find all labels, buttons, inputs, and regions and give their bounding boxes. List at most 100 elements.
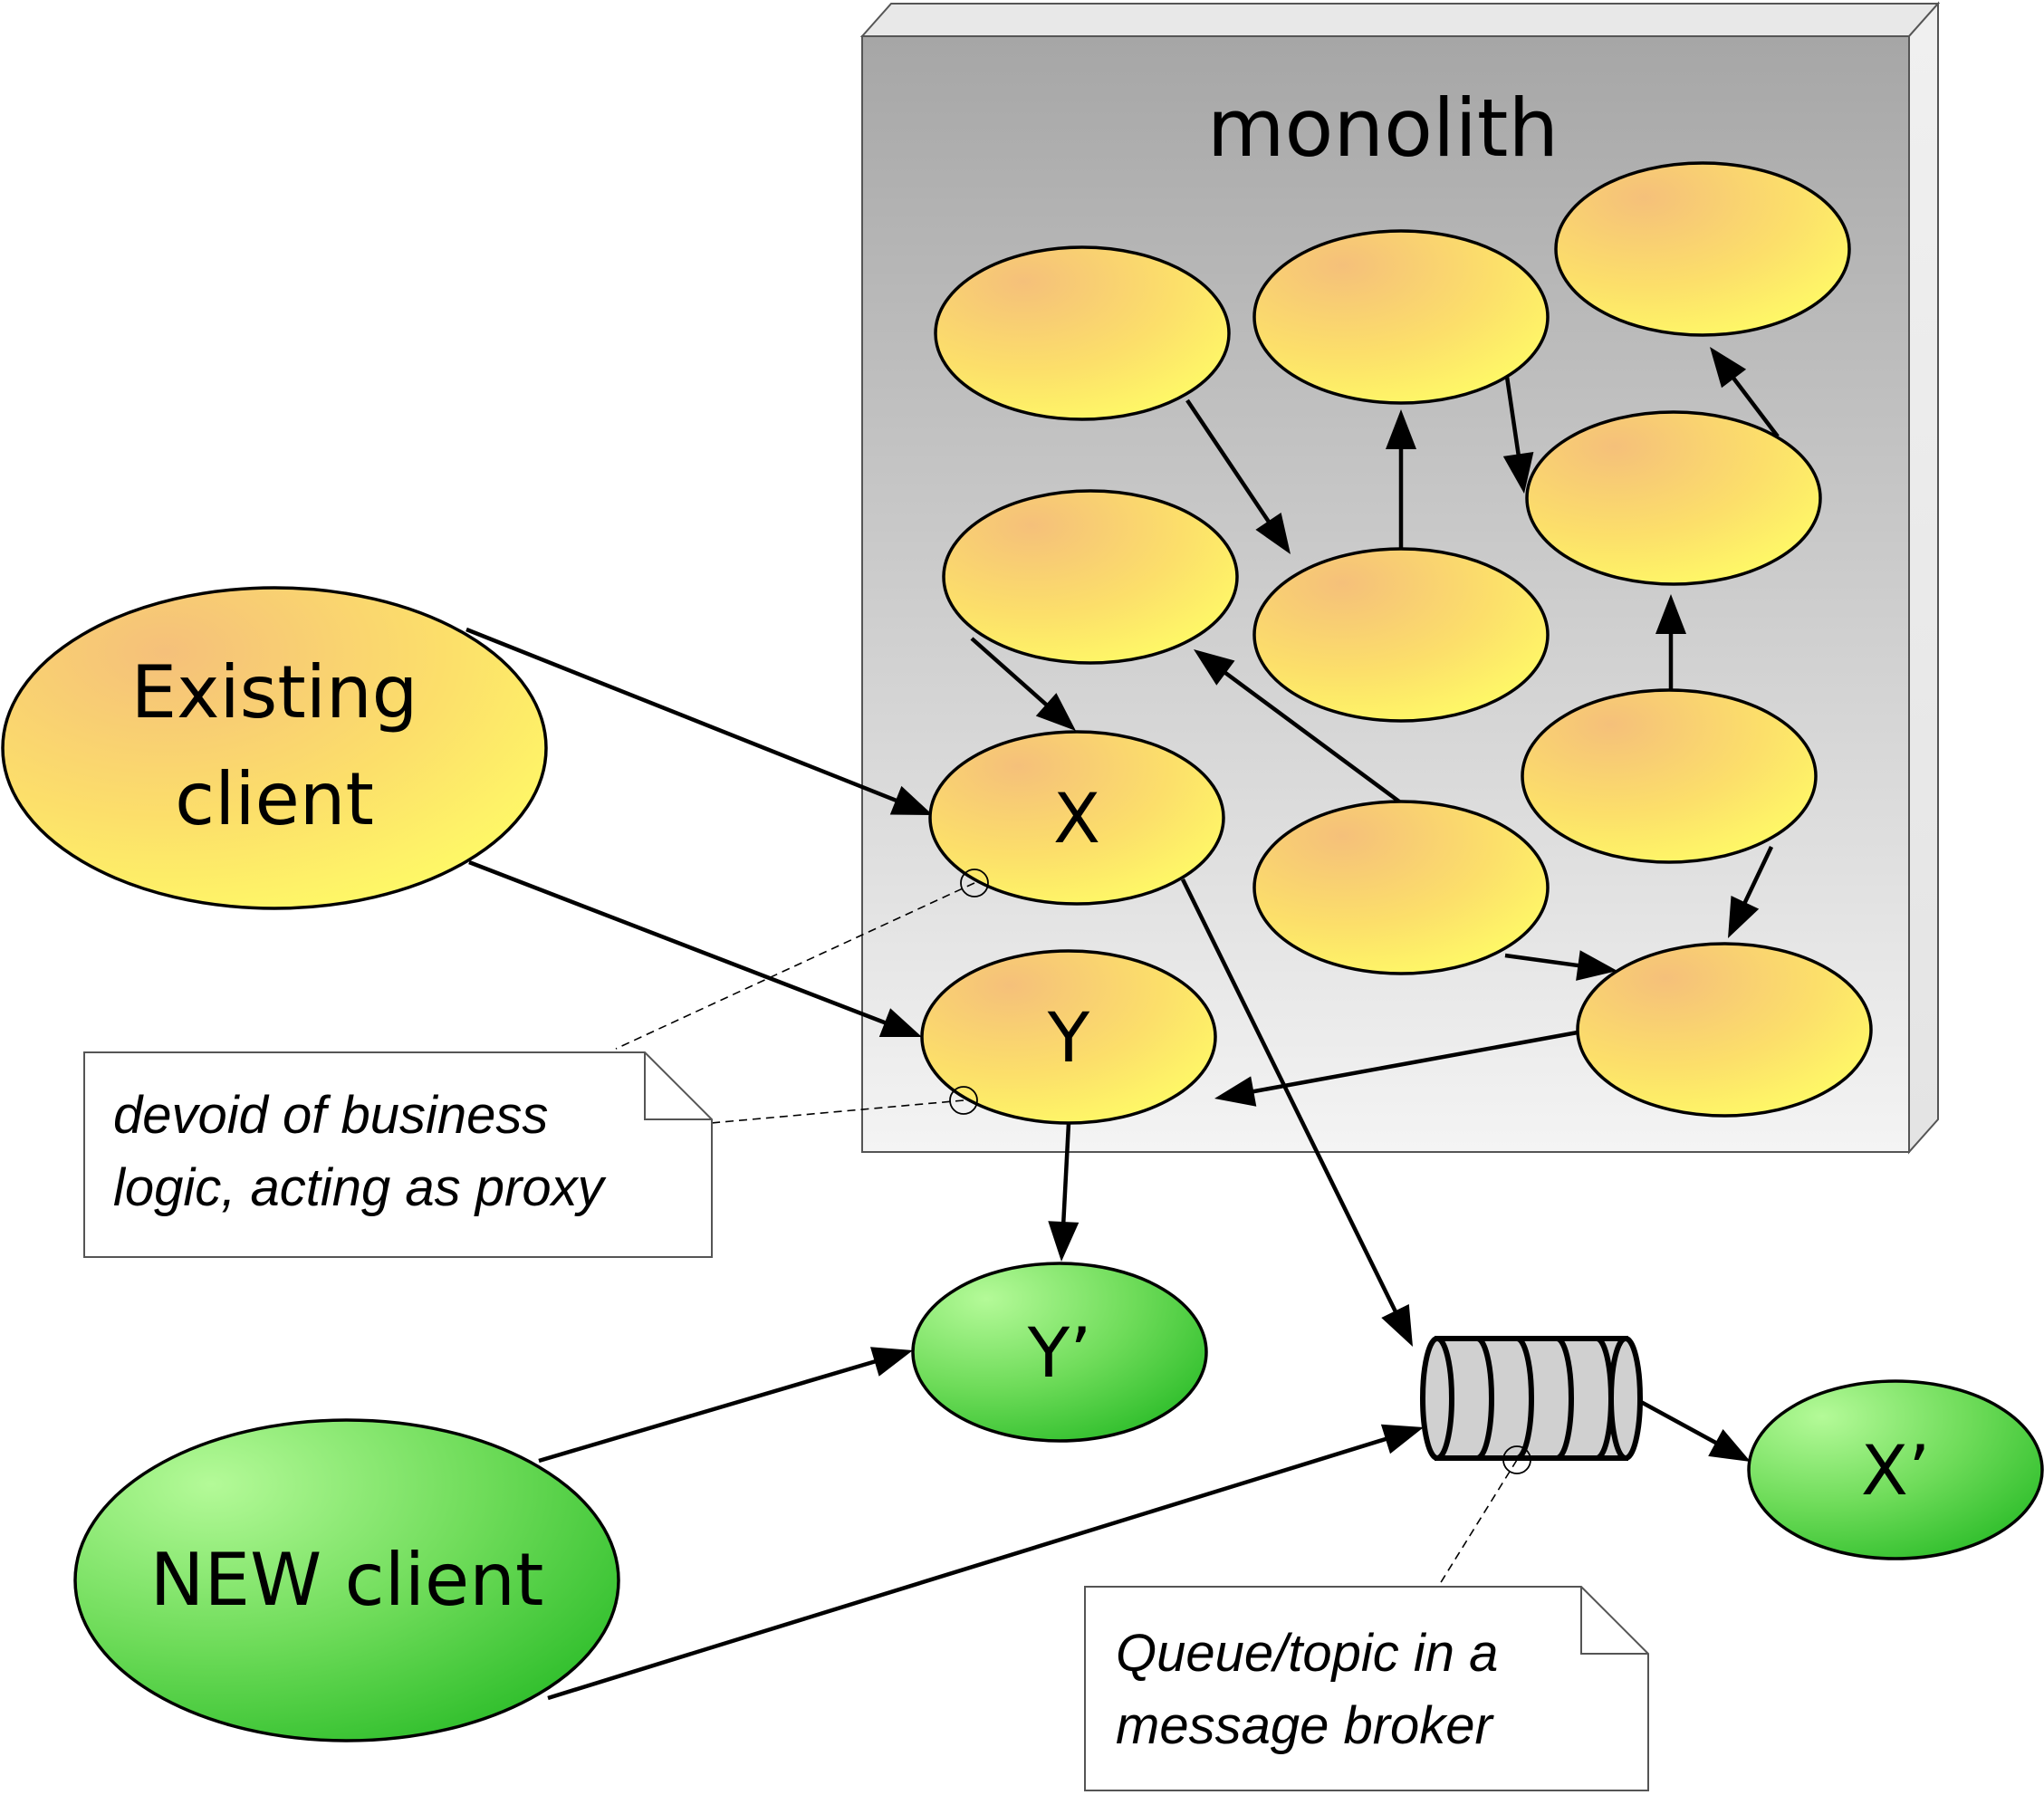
queue-note-line1: Queue/topic in a [1116, 1624, 1498, 1683]
proxy-anchor-y [949, 1086, 978, 1115]
edge-x-to-queue [1180, 878, 1413, 1347]
x-prime-shape [1747, 1379, 2044, 1560]
queue-anchor [1502, 1445, 1531, 1474]
edge-new-client-to-y-prime [538, 1347, 913, 1464]
edge-line [468, 859, 888, 1025]
service-node-a [934, 245, 1231, 421]
edge-line [1504, 953, 1580, 968]
message-queue [1420, 1336, 1643, 1461]
x-node: X [928, 730, 1225, 906]
y-prime-node: Y’ [911, 1262, 1208, 1443]
edge-line [538, 1358, 878, 1464]
proxy-leader-y [710, 1099, 964, 1124]
queue-leader [1437, 1459, 1518, 1588]
edge-service-h-to-d [1194, 649, 1401, 803]
edge-service-e-to-b [1386, 409, 1416, 548]
edge-line [547, 1436, 1388, 1701]
queue-ring-2 [1516, 1336, 1534, 1461]
x-prime-node: X’ [1747, 1379, 2044, 1560]
queue-note: Queue/topic in a message broker [1084, 1586, 1649, 1791]
edge-service-d-to-x [970, 637, 1076, 731]
arrowhead [1710, 347, 1747, 389]
arrowhead [1386, 409, 1416, 449]
existing-client-label-line2: client [175, 757, 374, 841]
edge-new-client-to-queue [547, 1424, 1424, 1701]
arrowhead [1381, 1304, 1413, 1347]
edge-line [1504, 376, 1521, 456]
edge-line [1185, 398, 1272, 524]
arrowhead [1380, 1424, 1424, 1454]
proxy-note-line2: logic, acting as proxy [113, 1158, 607, 1217]
edge-queue-to-x-prime [1639, 1400, 1751, 1462]
service-node-b [1252, 229, 1550, 405]
edge-existing-client-to-x [465, 627, 933, 815]
queue-note-box [1084, 1586, 1649, 1791]
arrowhead [1708, 1429, 1751, 1462]
edge-service-h-to-i [1504, 950, 1617, 981]
edge-line [1731, 376, 1780, 438]
proxy-anchor-x [960, 869, 989, 898]
edge-line [1639, 1400, 1719, 1445]
service-node-c [1554, 161, 1851, 337]
edge-line [1742, 846, 1774, 906]
queue-note-fold [1580, 1587, 1648, 1655]
note-leaders [615, 869, 1531, 1588]
edge-service-a-to-e [1185, 398, 1291, 554]
arrowhead [1576, 950, 1617, 981]
y-node: Y [920, 949, 1217, 1125]
arrowhead [1194, 649, 1235, 686]
monolith-title: monolith [1207, 82, 1559, 175]
monolith-side-face [1908, 1, 1939, 1155]
edge-existing-client-to-y [468, 859, 922, 1037]
queue-end-left [1420, 1336, 1454, 1461]
arrowhead [1048, 1221, 1080, 1262]
proxy-note-fold [644, 1052, 712, 1120]
edge-line [1251, 1030, 1579, 1094]
edge-line [1180, 878, 1398, 1314]
y-node-label: Y [1047, 997, 1090, 1078]
service-node-g [1521, 688, 1818, 864]
edge-service-g-to-f [1655, 594, 1686, 690]
queue-end-right [1608, 1336, 1643, 1461]
queue-ring-1 [1476, 1336, 1494, 1461]
arrowhead [1728, 896, 1760, 938]
proxy-note-line1: devoid of business [113, 1086, 548, 1145]
arrowhead [1502, 452, 1534, 494]
x-node-label: X [1053, 778, 1100, 859]
existing-client-node: Existing client [1, 586, 548, 910]
edge-service-i-to-y [1214, 1030, 1579, 1107]
edge-service-b-to-f [1502, 376, 1534, 494]
service-node-e [1252, 547, 1550, 723]
y-node-shape [920, 949, 1217, 1125]
existing-client-label-line1: Existing [131, 650, 418, 734]
arrowhead [878, 1008, 922, 1037]
queue-note-line2: message broker [1116, 1696, 1495, 1755]
y-prime-shape [911, 1262, 1208, 1443]
proxy-leader-x [615, 882, 975, 1050]
arrowhead [889, 785, 933, 815]
arrowhead [1035, 693, 1076, 731]
arrowhead [1214, 1076, 1257, 1107]
arrowhead [870, 1347, 913, 1377]
monolith-top-face [859, 3, 1941, 37]
edge-line [465, 627, 898, 803]
queue-ring-3 [1556, 1336, 1574, 1461]
monolith-services: X Y [920, 161, 1873, 1125]
service-node-f [1525, 410, 1822, 586]
new-client-label: NEW client [150, 1538, 544, 1622]
existing-client-shape [1, 586, 548, 910]
y-prime-label: Y’ [1027, 1312, 1092, 1393]
edge-service-f-to-c [1710, 347, 1780, 438]
edge-line [1060, 1122, 1071, 1224]
service-node-i [1576, 942, 1873, 1118]
edges [465, 347, 1780, 1701]
proxy-note-box [83, 1051, 713, 1258]
service-node-h [1252, 800, 1550, 975]
edge-line [1223, 670, 1401, 803]
x-prime-label: X’ [1861, 1430, 1930, 1511]
service-node-d [942, 489, 1239, 665]
edge-y-to-y-prime [1048, 1122, 1080, 1262]
x-node-shape [928, 730, 1225, 906]
arrowhead [1655, 594, 1686, 634]
